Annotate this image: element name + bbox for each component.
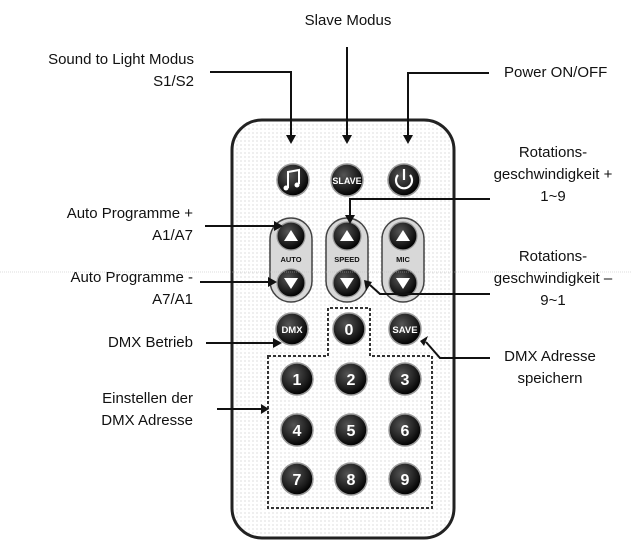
- music-note-icon: [287, 168, 300, 188]
- up-arrow-icon: [396, 230, 410, 241]
- digit-7-label: 7: [293, 472, 302, 489]
- mic-down-button[interactable]: [388, 268, 418, 298]
- digit-5-label: 5: [347, 423, 356, 440]
- digit-6-label: 6: [401, 423, 410, 440]
- rotation-minus-label: Rotations- geschwindigkeit – 9~1: [493, 248, 613, 309]
- slave-button[interactable]: SLAVE: [330, 163, 364, 197]
- dmx-button-label: DMX: [281, 325, 303, 336]
- down-arrow-icon: [284, 278, 298, 289]
- slave-button-label: SLAVE: [332, 176, 361, 186]
- down-arrow-icon: [340, 278, 354, 289]
- digit-9-label: 9: [401, 472, 410, 489]
- digit-1-button[interactable]: 1: [280, 362, 314, 396]
- power-icon: [394, 174, 414, 190]
- sound-to-light-button[interactable]: [276, 163, 310, 197]
- auto-minus-label: Auto Programme - A7/A1: [70, 269, 193, 308]
- digit-0-label: 0: [345, 322, 354, 339]
- digit-4-button[interactable]: 4: [280, 413, 314, 447]
- digit-7-button[interactable]: 7: [280, 462, 314, 496]
- digit-3-label: 3: [401, 372, 410, 389]
- auto-caption: AUTO: [280, 255, 301, 264]
- einstellen-label: Einstellen der DMX Adresse: [101, 390, 193, 429]
- keypad-outline: [267, 307, 433, 509]
- sound-to-light-label: Sound to Light Modus S1/S2: [48, 51, 194, 90]
- digit-2-button[interactable]: 2: [334, 362, 368, 396]
- dmx-button[interactable]: DMX: [275, 312, 309, 346]
- digit-4-label: 4: [293, 423, 302, 440]
- digit-1-label: 1: [293, 372, 302, 389]
- up-arrow-icon: [340, 230, 354, 241]
- auto-down-button[interactable]: [276, 268, 306, 298]
- digit-0-button[interactable]: 0: [332, 312, 366, 346]
- slave-modus-label: Slave Modus: [304, 12, 392, 29]
- auto-plus-label: Auto Programme + A1/A7: [66, 205, 193, 244]
- digit-5-button[interactable]: 5: [334, 413, 368, 447]
- digit-2-label: 2: [347, 372, 356, 389]
- mic-up-button[interactable]: [388, 221, 418, 251]
- speed-up-button[interactable]: [332, 221, 362, 251]
- power-label: Power ON/OFF: [504, 64, 608, 81]
- digit-8-button[interactable]: 8: [334, 462, 368, 496]
- auto-up-button[interactable]: [276, 221, 306, 251]
- speed-caption: SPEED: [334, 255, 360, 264]
- power-button[interactable]: [387, 163, 421, 197]
- digit-9-button[interactable]: 9: [388, 462, 422, 496]
- digit-8-label: 8: [347, 472, 356, 489]
- arrowheads: [261, 135, 428, 414]
- mic-caption: MIC: [396, 255, 410, 264]
- rotation-plus-label: Rotations- geschwindigkeit + 1~9: [493, 144, 613, 205]
- speed-down-button[interactable]: [332, 268, 362, 298]
- save-button-label: SAVE: [392, 325, 417, 336]
- dmx-betrieb-label: DMX Betrieb: [107, 334, 193, 351]
- pointer-lines: [200, 47, 490, 410]
- save-button[interactable]: SAVE: [388, 312, 422, 346]
- down-arrow-icon: [396, 278, 410, 289]
- digit-3-button[interactable]: 3: [388, 362, 422, 396]
- up-arrow-icon: [284, 230, 298, 241]
- dmx-save-label: DMX Adresse speichern: [504, 348, 596, 387]
- digit-6-button[interactable]: 6: [388, 413, 422, 447]
